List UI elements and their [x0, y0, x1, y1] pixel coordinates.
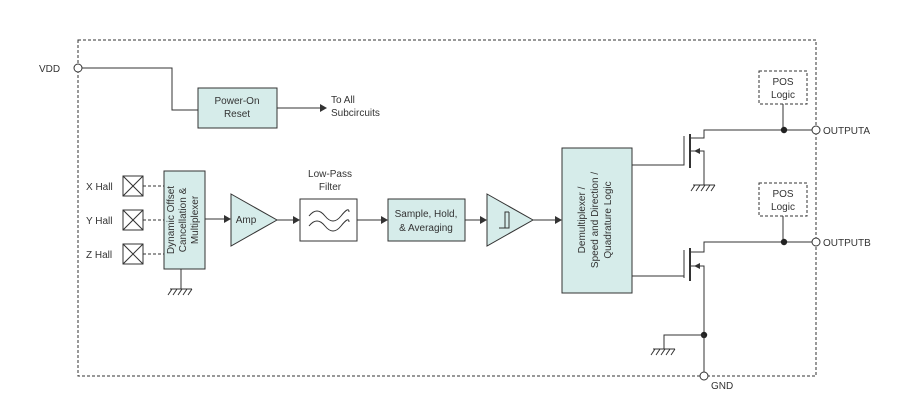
- drain-a-wire: [690, 129, 812, 139]
- y-hall-label: Y Hall: [86, 216, 113, 227]
- mux-label-1: Dynamic Offset: [166, 186, 177, 254]
- to-all-subcircuits-2: Subcircuits: [331, 108, 380, 119]
- mux-label-3: Multiplexer: [190, 195, 201, 244]
- power-on-reset-block: [197, 87, 278, 129]
- source-b-wire: [690, 265, 705, 334]
- output-b-pin: [811, 237, 821, 247]
- mux-label-2: Cancellation &: [178, 187, 189, 252]
- arrowhead-filter: [293, 216, 300, 224]
- pos-logic-a-label-2: Logic: [771, 90, 795, 101]
- ground-a-icon: [690, 184, 716, 192]
- vdd-pin: [73, 63, 83, 73]
- power-on-reset-label-2: Reset: [224, 109, 250, 120]
- gnd-label: GND: [711, 381, 733, 392]
- vdd-label: VDD: [39, 64, 60, 75]
- arrowhead-sample: [381, 216, 388, 224]
- arrowhead-source-a: [694, 148, 700, 154]
- mux-block: [163, 170, 206, 270]
- arrowhead-demux: [555, 216, 562, 224]
- mux-ground-icon: [167, 288, 193, 296]
- chip-boundary: [77, 39, 817, 377]
- demux-to-gate-a-wire: [632, 136, 685, 166]
- ground-b-icon: [650, 348, 676, 356]
- arrowhead-amp: [224, 215, 231, 223]
- reset-arrowhead: [320, 104, 327, 112]
- gnd-wire: [663, 334, 705, 372]
- schmitt-trigger-triangle: [486, 193, 535, 247]
- amp-label: Amp: [236, 215, 257, 226]
- arrowhead-source-b: [694, 263, 700, 269]
- drain-b-wire: [690, 241, 812, 253]
- y-hall-sensor: [122, 209, 144, 231]
- arrowhead-schmitt: [480, 216, 487, 224]
- pos-logic-b-label-2: Logic: [771, 202, 795, 213]
- x-hall-label: X Hall: [86, 182, 113, 193]
- z-hall-label: Z Hall: [86, 250, 112, 261]
- pos-logic-b-label-1: POS: [772, 189, 793, 200]
- demux-label-1: Demultiplexer /: [577, 186, 588, 253]
- output-a-label: OUTPUTA: [823, 126, 870, 137]
- to-all-subcircuits-1: To All: [331, 95, 355, 106]
- demux-label-3: Quadrature Logic: [603, 181, 614, 258]
- z-hall-sensor: [122, 243, 144, 265]
- output-a-pin: [811, 125, 821, 135]
- demux-label-2: Speed and Direction /: [590, 172, 601, 268]
- sample-hold-block: [387, 198, 466, 242]
- junction-a: [780, 126, 788, 134]
- pos-logic-a-label-1: POS: [772, 77, 793, 88]
- low-pass-label-2: Filter: [319, 182, 342, 193]
- output-b-label: OUTPUTB: [823, 238, 871, 249]
- low-pass-label-1: Low-Pass: [308, 169, 352, 180]
- junction-b: [780, 238, 788, 246]
- sample-hold-label-2: & Averaging: [399, 223, 453, 234]
- sample-hold-label-1: Sample, Hold,: [395, 209, 458, 220]
- hall-dashed-links: [143, 185, 164, 255]
- filter-wave-icon: [308, 209, 350, 232]
- gnd-pin: [699, 371, 709, 381]
- source-a-wire: [690, 150, 705, 185]
- x-hall-sensor: [122, 175, 144, 197]
- power-on-reset-label-1: Power-On: [214, 96, 259, 107]
- amp-triangle: [230, 193, 279, 247]
- hysteresis-icon: [499, 211, 510, 229]
- vdd-wire: [82, 67, 198, 111]
- demux-to-gate-b-wire: [632, 250, 685, 277]
- demux-block: [561, 147, 633, 294]
